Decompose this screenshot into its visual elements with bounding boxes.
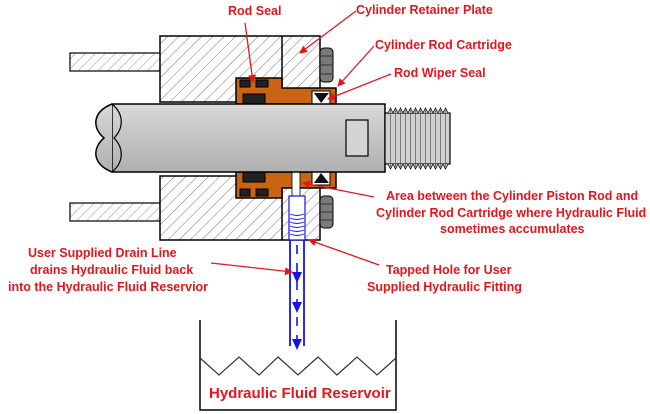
retainer-bolt-lower	[319, 195, 334, 229]
reservoir-label: Hydraulic Fluid Reservoir	[209, 385, 391, 402]
area-label-line1: Area between the Cylinder Piston Rod and	[386, 189, 638, 203]
threaded-rod-end	[384, 107, 451, 170]
rod-seal-label: Rod Seal	[228, 4, 282, 18]
piston-rod	[95, 103, 386, 173]
drain-label-line1: User Supplied Drain Line	[28, 246, 177, 260]
tapped-hole	[288, 195, 306, 241]
lower-mount-shaft	[69, 202, 164, 222]
area-label-line3: sometimes accumulates	[440, 222, 585, 236]
tapped-hole-label-line2: Supplied Hydraulic Fitting	[367, 280, 522, 294]
area-label-line2: Cylinder Rod Cartridge where Hydraulic F…	[376, 206, 646, 220]
drain-label-line2: drains Hydraulic Fluid back	[30, 263, 193, 277]
drain-label-line3: into the Hydraulic Fluid Reservior	[8, 280, 208, 294]
lower-rod-cartridge	[235, 171, 337, 199]
rod-cartridge-label: Cylinder Rod Cartridge	[375, 38, 512, 52]
hydraulic-fluid-reservoir	[199, 320, 397, 411]
drain-line	[289, 240, 305, 350]
wiper-seal-label: Rod Wiper Seal	[394, 66, 486, 80]
leader-lines	[210, 10, 392, 276]
retainer-bolt-upper	[319, 47, 334, 83]
upper-mount-shaft	[69, 52, 164, 72]
retainer-plate-label: Cylinder Retainer Plate	[356, 3, 493, 17]
tapped-hole-label-line1: Tapped Hole for User	[386, 263, 512, 277]
